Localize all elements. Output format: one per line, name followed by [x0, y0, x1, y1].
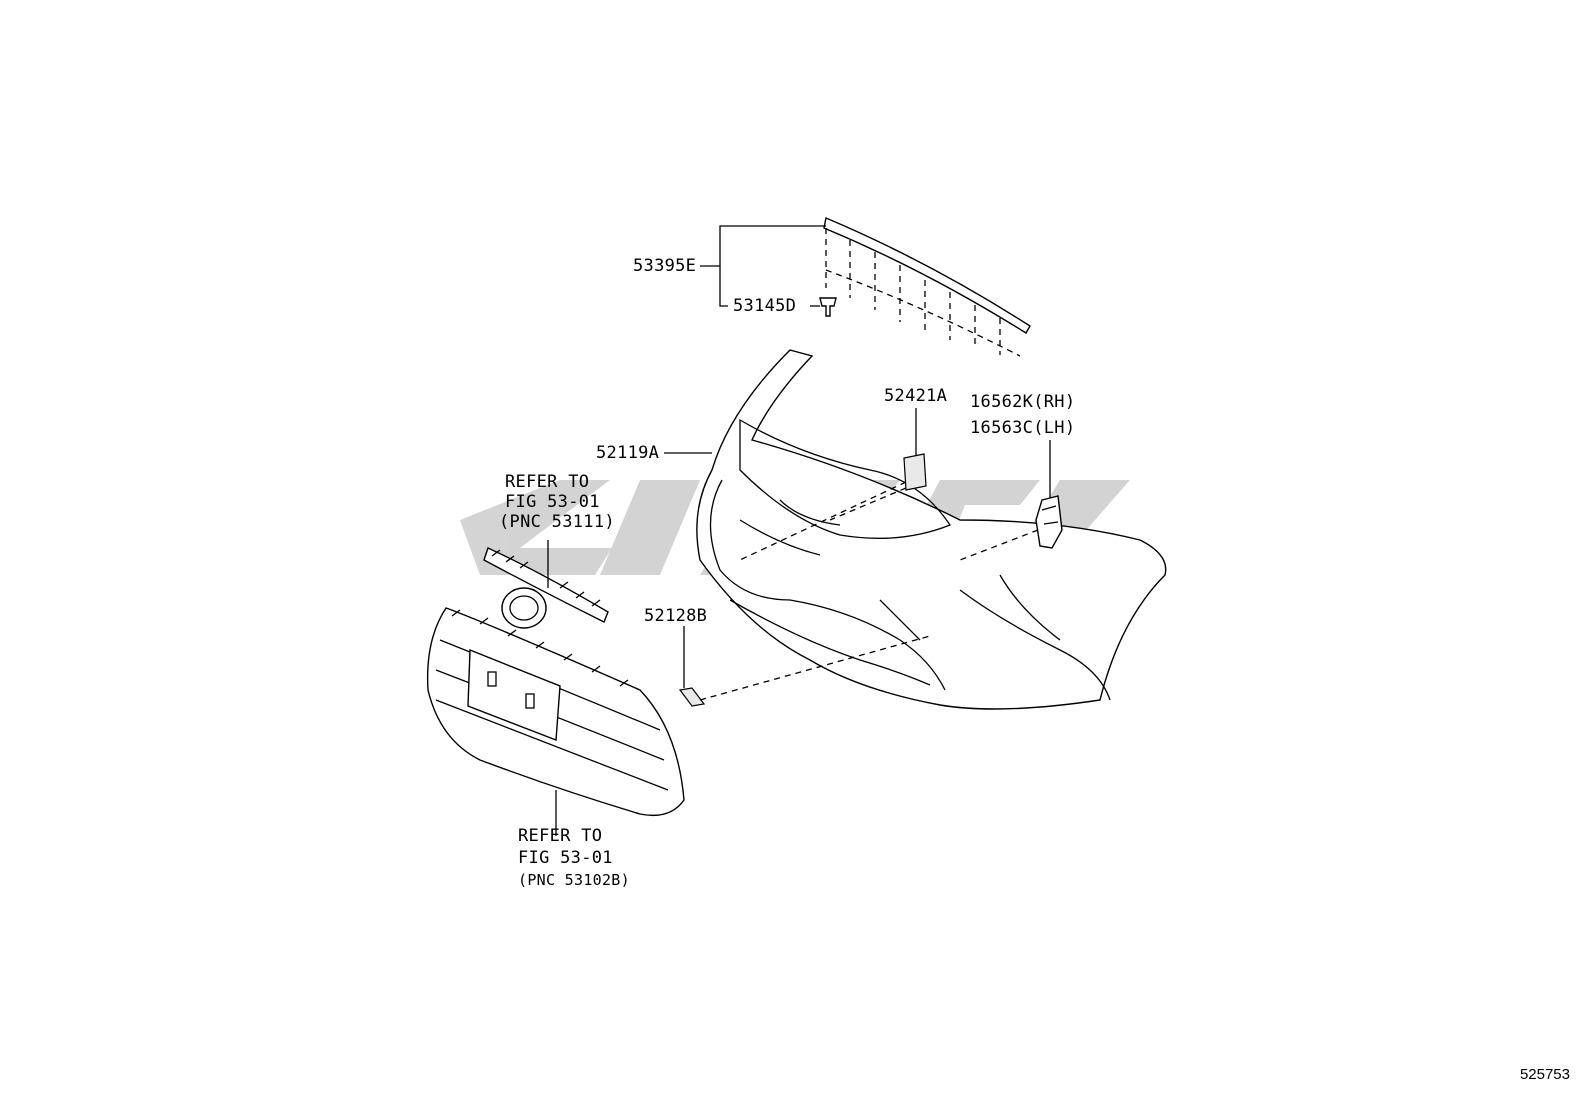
callout-16562K: 16562K(RH)	[970, 392, 1076, 412]
callout-52119A: 52119A	[596, 443, 660, 463]
refer-lower-line3: (PNC 53102B)	[518, 871, 630, 889]
callout-52128B: 52128B	[644, 606, 708, 626]
lower-grille-53102B	[426, 607, 685, 817]
dashed-52128B	[699, 635, 931, 701]
refer-upper-line2: FIG 53-01	[505, 492, 600, 512]
refer-lower-line2: FIG 53-01	[518, 848, 613, 868]
refer-upper-line1: REFER TO	[505, 472, 590, 492]
dashed-52421A	[739, 481, 907, 561]
refer-lower-line1: REFER TO	[518, 826, 603, 846]
pad-52421A	[903, 453, 927, 491]
clip-53145D	[819, 297, 837, 317]
diagram-id: 525753	[1519, 1066, 1570, 1083]
upper-strip-53395E	[823, 217, 1031, 357]
bracket-16562K-16563C	[1035, 495, 1063, 549]
refer-upper-line3: (PNC 53111)	[499, 512, 615, 532]
callout-53395E: 53395E	[633, 256, 697, 276]
callout-52421A: 52421A	[884, 386, 948, 406]
callout-16563C: 16563C(LH)	[970, 418, 1076, 438]
leader-53145D	[719, 266, 728, 307]
leader-53395E	[700, 225, 826, 267]
bumper-cover-52119A	[696, 349, 1167, 710]
upper-grille-53111	[483, 547, 609, 629]
reflector-52128B	[678, 687, 706, 707]
callout-53145D: 53145D	[733, 296, 797, 316]
dashed-16562K	[959, 529, 1039, 561]
